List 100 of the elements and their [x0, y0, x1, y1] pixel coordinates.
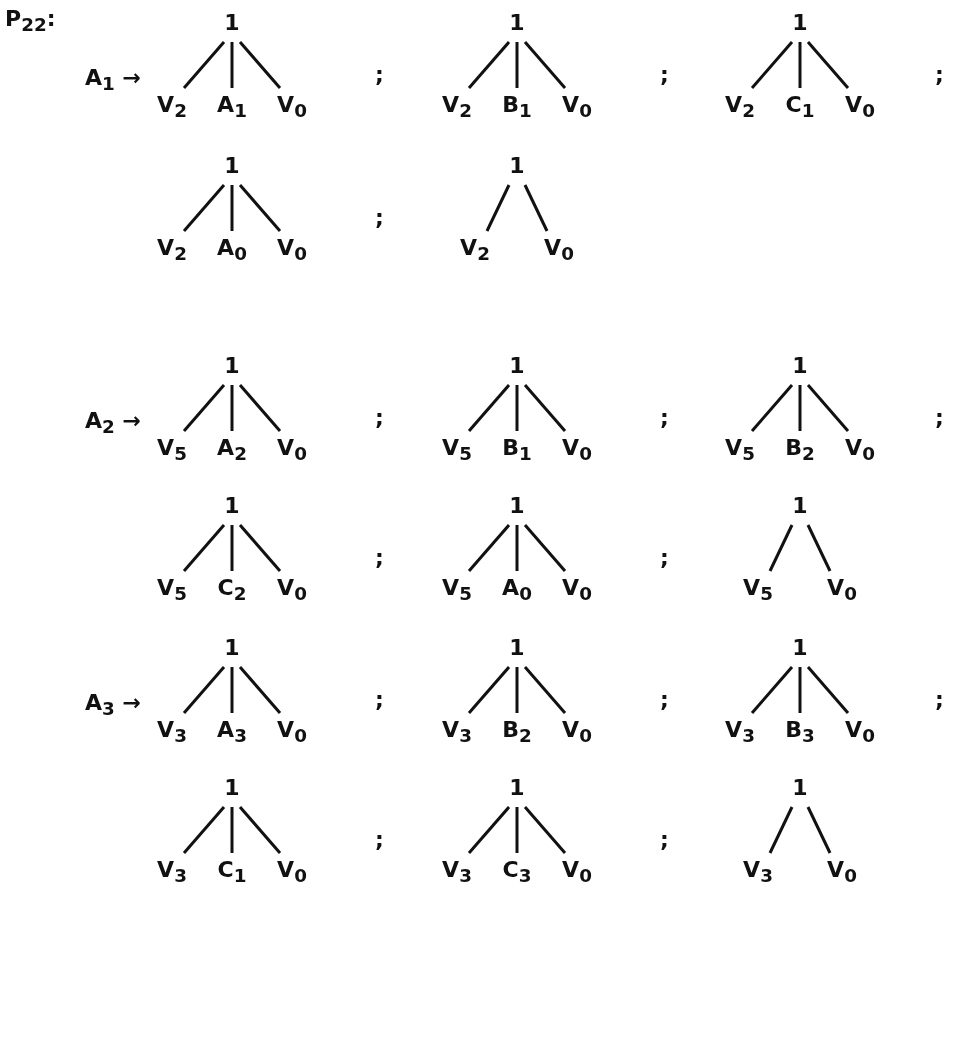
- tree-leaf-label: A$_{0}$: [502, 577, 532, 604]
- tree-leaf-label: C$_{1}$: [217, 859, 247, 886]
- tree-branch-line: [182, 806, 226, 854]
- tree-leaf-label: V$_{0}$: [277, 237, 307, 264]
- tree-leaf-label: V$_{0}$: [277, 577, 307, 604]
- tree-leaf-label: V$_{0}$: [845, 94, 875, 121]
- tree-leaf-label: V$_{0}$: [277, 94, 307, 121]
- tree-root-label: 1: [224, 155, 240, 177]
- tree-branch-line: [238, 666, 282, 714]
- tree-root-label: 1: [792, 355, 808, 377]
- tree-branch-line: [750, 384, 794, 432]
- tree-branch-line: [515, 667, 519, 713]
- tree-leaf-label: V$_{2}$: [460, 237, 490, 264]
- tree-branch-line: [182, 524, 226, 572]
- tree-leaf-label: A$_{0}$: [217, 237, 247, 264]
- tree-root-label: 1: [792, 777, 808, 799]
- production-head: A$_{2}$ →: [85, 410, 141, 437]
- tree-branch-line: [806, 41, 850, 89]
- tree-branch-line: [798, 667, 802, 713]
- tree-branch-line: [515, 42, 519, 88]
- separator: ;: [660, 407, 669, 429]
- tree-root-label: 1: [509, 495, 525, 517]
- tree-branch-line: [798, 42, 802, 88]
- tree-root-label: 1: [792, 12, 808, 34]
- tree-leaf-label: V$_{2}$: [157, 237, 187, 264]
- tree-leaf-label: V$_{0}$: [277, 859, 307, 886]
- tree-leaf-label: V$_{0}$: [562, 94, 592, 121]
- tree-branch-line: [768, 806, 794, 854]
- tree-leaf-label: V$_{5}$: [157, 577, 187, 604]
- tree-branch-line: [485, 184, 511, 232]
- tree-branch-line: [230, 185, 234, 231]
- tree-root-label: 1: [509, 637, 525, 659]
- tree-branch-line: [523, 806, 567, 854]
- tree-leaf-label: C$_{2}$: [217, 577, 247, 604]
- tree-leaf-label: V$_{5}$: [442, 437, 472, 464]
- tree-leaf-label: V$_{3}$: [157, 719, 187, 746]
- tree-leaf-label: V$_{0}$: [562, 859, 592, 886]
- tree-branch-line: [515, 807, 519, 853]
- tree-leaf-label: V$_{5}$: [157, 437, 187, 464]
- tree-branch-line: [467, 384, 511, 432]
- tree-branch-line: [515, 385, 519, 431]
- tree-branch-line: [230, 385, 234, 431]
- tree-branch-line: [238, 806, 282, 854]
- tree-branch-line: [806, 524, 832, 572]
- tree-leaf-label: V$_{0}$: [827, 859, 857, 886]
- tree-branch-line: [182, 184, 226, 232]
- tree-leaf-label: V$_{2}$: [442, 94, 472, 121]
- tree-root-label: 1: [509, 155, 525, 177]
- tree-leaf-label: B$_{2}$: [785, 437, 815, 464]
- tree-branch-line: [523, 666, 567, 714]
- tree-branch-line: [182, 384, 226, 432]
- tree-leaf-label: V$_{3}$: [743, 859, 773, 886]
- tree-leaf-label: V$_{0}$: [562, 437, 592, 464]
- separator: ;: [375, 207, 384, 229]
- production-head: A$_{1}$ →: [85, 67, 141, 94]
- tree-leaf-label: V$_{3}$: [442, 719, 472, 746]
- tree-branch-line: [523, 524, 567, 572]
- tree-root-label: 1: [509, 12, 525, 34]
- tree-branch-line: [467, 41, 511, 89]
- separator: ;: [935, 689, 944, 711]
- production-head: A$_{3}$ →: [85, 692, 141, 719]
- tree-leaf-label: V$_{2}$: [725, 94, 755, 121]
- tree-root-label: 1: [224, 777, 240, 799]
- tree-branch-line: [467, 666, 511, 714]
- tree-branch-line: [238, 384, 282, 432]
- tree-root-label: 1: [224, 637, 240, 659]
- tree-branch-line: [750, 666, 794, 714]
- tree-leaf-label: V$_{0}$: [562, 577, 592, 604]
- separator: ;: [375, 407, 384, 429]
- tree-branch-line: [768, 524, 794, 572]
- tree-leaf-label: V$_{0}$: [277, 719, 307, 746]
- tree-branch-line: [798, 385, 802, 431]
- tree-branch-line: [182, 41, 226, 89]
- tree-branch-line: [230, 525, 234, 571]
- tree-leaf-label: V$_{5}$: [442, 577, 472, 604]
- tree-leaf-label: C$_{1}$: [785, 94, 815, 121]
- tree-branch-line: [238, 524, 282, 572]
- tree-root-label: 1: [509, 355, 525, 377]
- tree-branch-line: [523, 384, 567, 432]
- tree-root-label: 1: [224, 495, 240, 517]
- tree-leaf-label: V$_{2}$: [157, 94, 187, 121]
- tree-leaf-label: V$_{0}$: [277, 437, 307, 464]
- separator: ;: [660, 547, 669, 569]
- tree-leaf-label: A$_{2}$: [217, 437, 247, 464]
- tree-branch-line: [230, 42, 234, 88]
- tree-root-label: 1: [224, 12, 240, 34]
- grammar-name: P$_{22}$:: [5, 8, 56, 35]
- separator: ;: [375, 829, 384, 851]
- tree-leaf-label: V$_{0}$: [544, 237, 574, 264]
- tree-leaf-label: V$_{0}$: [827, 577, 857, 604]
- tree-branch-line: [806, 806, 832, 854]
- separator: ;: [935, 64, 944, 86]
- tree-leaf-label: V$_{0}$: [562, 719, 592, 746]
- tree-leaf-label: V$_{0}$: [845, 437, 875, 464]
- tree-branch-line: [467, 806, 511, 854]
- tree-leaf-label: B$_{2}$: [502, 719, 532, 746]
- tree-branch-line: [230, 667, 234, 713]
- tree-branch-line: [515, 525, 519, 571]
- tree-leaf-label: A$_{1}$: [217, 94, 247, 121]
- tree-branch-line: [467, 524, 511, 572]
